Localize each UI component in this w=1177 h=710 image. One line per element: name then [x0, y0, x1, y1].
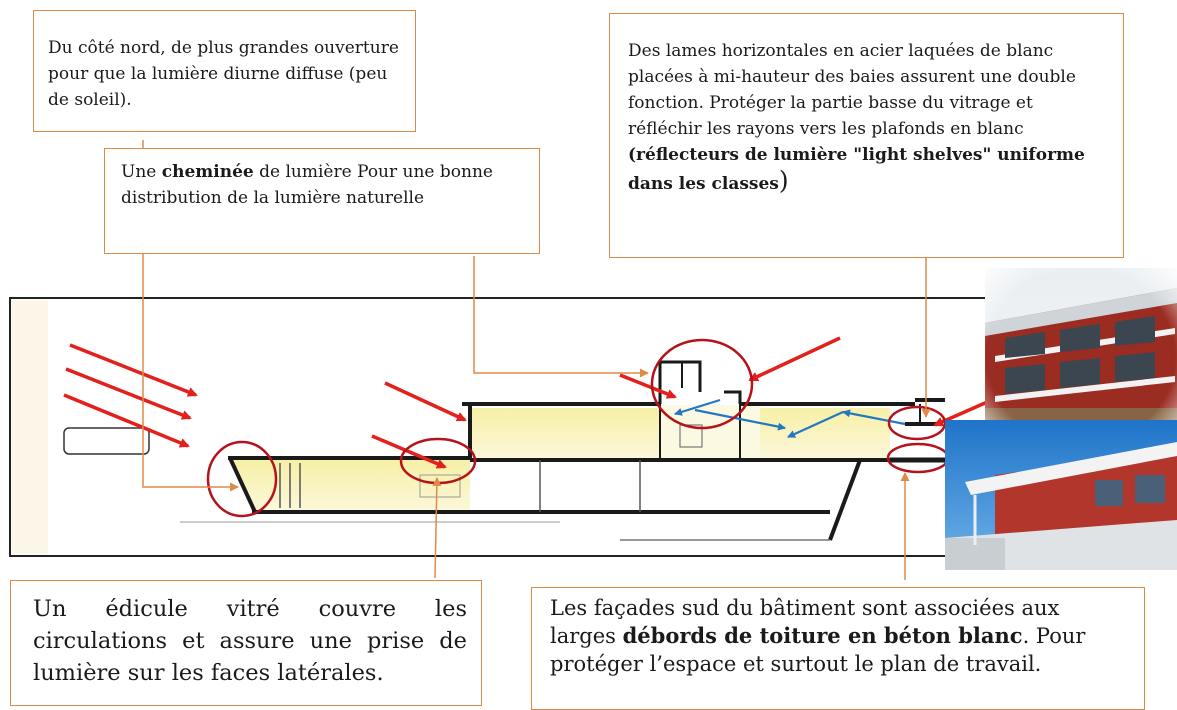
sun-ray-arrow: [748, 336, 841, 382]
callout-glazed-edicule: Un édicule vitré couvre les circulations…: [10, 580, 482, 706]
section-left-strip: [12, 300, 48, 554]
callout-north-openings: Du côté nord, de plus grandes ouverture …: [33, 10, 416, 132]
callout-light-chimney: Une cheminée de lumière Pour une bonne d…: [104, 148, 540, 254]
callout-facades-post: . Pour protéger l’espace et surtout le p…: [550, 624, 1086, 676]
label-tag-left: [63, 427, 150, 455]
callout-facades-bold: débords de toiture en béton blanc: [622, 623, 1023, 648]
callout-shelves-bold: (réflecteurs de lumière "light shelves" …: [628, 145, 1085, 194]
building-photo-red-facade: [985, 268, 1177, 446]
sun-ray-arrows: [63, 336, 1011, 469]
highlight-circle: [206, 440, 278, 518]
building-photo-roof-overhang: [945, 420, 1177, 570]
reflection-arrows: [674, 398, 906, 439]
sun-ray-arrow: [371, 434, 447, 469]
callout-shelves-paren: ): [778, 166, 789, 195]
callout-light-shelves: Des lames horizontales en acier laquées …: [609, 13, 1124, 258]
sun-ray-arrow: [619, 373, 677, 399]
sun-ray-arrow: [63, 393, 190, 448]
sun-ray-arrow: [384, 381, 467, 422]
reflection-arrow: [842, 409, 906, 426]
leader-lines: [142, 140, 931, 580]
callout-edicule-text: Un édicule vitré couvre les circulations…: [33, 596, 467, 686]
reflection-arrow: [787, 410, 844, 439]
leader-edicule: [432, 477, 442, 579]
callout-shelves-text: Des lames horizontales en acier laquées …: [628, 38, 1107, 197]
callout-facades-pre: Les façades sud du bâtiment sont associé…: [550, 596, 1060, 648]
callout-south-facades: Les façades sud du bâtiment sont associé…: [531, 587, 1145, 710]
sun-ray-arrow: [69, 343, 198, 397]
leader-north: [142, 140, 239, 492]
sun-ray-arrow: [65, 367, 192, 420]
callout-chimney-bold: cheminée: [161, 162, 254, 182]
building-structure: [180, 360, 950, 541]
reflection-arrow: [674, 398, 721, 416]
callout-chimney-text: Une cheminée de lumière Pour une bonne d…: [121, 159, 523, 211]
callout-shelves-body: Des lames horizontales en acier laquées …: [628, 41, 1076, 139]
leader-chimney: [473, 256, 649, 378]
callout-north-text: Du côté nord, de plus grandes ouverture …: [48, 38, 399, 110]
callout-chimney-post: de lumière Pour une bonne distribution d…: [121, 162, 493, 208]
highlight-circle: [650, 338, 754, 430]
callout-facades-text: Les façades sud du bâtiment sont associé…: [550, 594, 1130, 678]
callout-chimney-pre: Une: [121, 162, 162, 182]
reflection-arrow: [694, 408, 786, 431]
